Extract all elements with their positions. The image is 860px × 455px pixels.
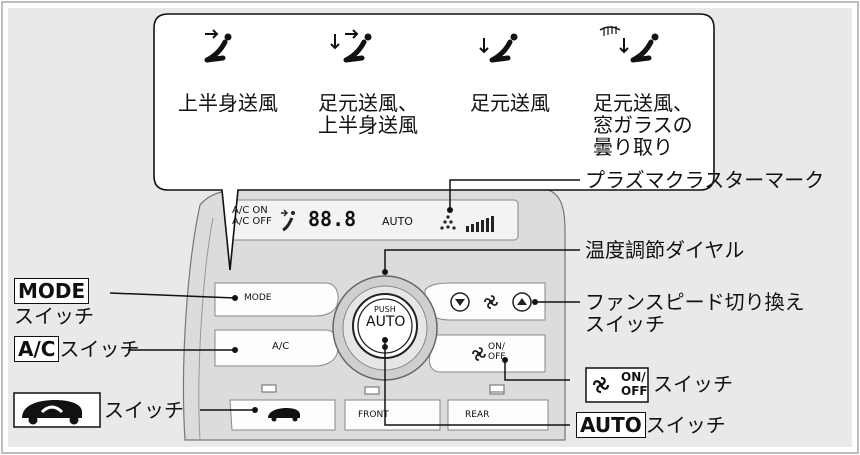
fan-onoff-button-shape <box>429 334 546 373</box>
fan-speed-callout: ファンスピード切り換え スイッチ <box>585 290 805 336</box>
display-mode-icon <box>281 209 295 232</box>
fan-off-label: OFF <box>488 352 506 362</box>
fan-onoff-box-bottom: OFF <box>621 384 648 398</box>
console-inner-edge <box>198 217 214 441</box>
ac-callout-suffix: スイッチ <box>59 337 140 361</box>
fan-icon <box>592 376 610 394</box>
ac-button-label[interactable]: A/C <box>272 341 290 352</box>
mode-button-label[interactable]: MODE <box>244 293 272 303</box>
display-temperature: 88.8 <box>308 207 357 231</box>
leader-lines <box>109 179 580 426</box>
mode-callout-suffix: スイッチ <box>14 304 94 328</box>
fan-onoff-callout-box <box>585 367 649 403</box>
vent-floor-icon <box>479 33 518 63</box>
display-ac-on: A/C ON <box>232 205 268 216</box>
plasma-icon <box>440 215 456 230</box>
auto-callout-box: AUTO <box>576 412 646 438</box>
mode-label-face: 上半身送風 <box>178 91 278 115</box>
temp-dial-callout: 温度調節ダイヤル <box>585 238 745 262</box>
front-defrost-label[interactable]: FRONT <box>358 410 389 420</box>
fan-icon <box>472 347 486 361</box>
display-auto: AUTO <box>382 215 413 228</box>
vent-face-icon <box>204 29 232 63</box>
fan-icon <box>484 295 498 309</box>
recirculation-icon <box>268 408 300 418</box>
vent-floor-defrost-icon <box>599 26 659 63</box>
mode-callout: MODE <box>14 278 90 304</box>
mode-button-shape <box>214 282 339 317</box>
mode-label-floor: 足元送風 <box>470 91 550 115</box>
ac-button-shape <box>214 329 339 367</box>
fan-level-bars <box>466 216 494 232</box>
display-ac-off: A/C OFF <box>232 216 272 227</box>
mode-callout-bubble <box>153 13 715 271</box>
fan-down-icon <box>455 299 465 306</box>
rear-defrost-label[interactable]: REAR <box>465 410 490 420</box>
leader-dots <box>232 207 538 413</box>
push-label: PUSH <box>374 305 396 314</box>
fan-on-label: ON/ <box>488 342 505 352</box>
auto-callout-suffix: スイッチ <box>645 413 726 437</box>
vent-bilevel-icon <box>330 29 372 63</box>
indicator <box>261 384 277 393</box>
mode-label-bilevel: 足元送風、 上半身送風 <box>318 91 418 137</box>
auto-button-label[interactable]: AUTO <box>366 314 406 330</box>
ac-callout-box: A/C <box>14 336 60 362</box>
recirc-callout: スイッチ <box>104 398 184 422</box>
mode-label-floor-defrost: 足元送風、 窓ガラスの 曇り取り <box>593 91 693 159</box>
fan-onoff-callout: スイッチ <box>653 372 733 396</box>
fan-up-icon <box>517 298 527 305</box>
recirculation-icon <box>22 400 82 425</box>
mode-callout-box: MODE <box>14 278 90 304</box>
fan-onoff-box-top: ON/ <box>621 370 646 384</box>
indicator <box>364 386 380 395</box>
plasma-callout: プラズマクラスターマーク <box>585 168 825 192</box>
